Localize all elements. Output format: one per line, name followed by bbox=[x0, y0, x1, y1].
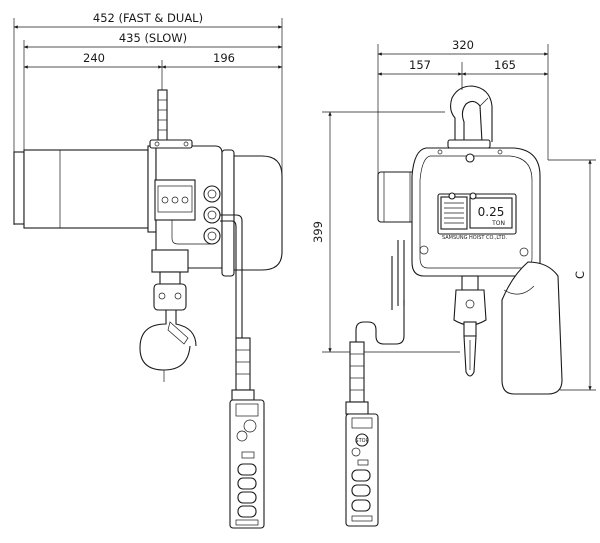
gear-housing bbox=[149, 139, 223, 269]
dim-label-196: 196 bbox=[213, 51, 235, 65]
nameplate-maker: SAMSUNG HOIST CO.,LTD. bbox=[442, 235, 507, 241]
stop-button-label: STOP bbox=[355, 438, 368, 444]
dim-label-157: 157 bbox=[409, 58, 431, 72]
stop-button[interactable] bbox=[355, 433, 369, 447]
cable-glands bbox=[203, 185, 243, 338]
top-hook bbox=[447, 85, 493, 149]
lower-block bbox=[151, 249, 189, 311]
front-pendant-btn-1[interactable] bbox=[351, 469, 371, 482]
side-pendant-btn-4[interactable] bbox=[237, 505, 257, 518]
front-pendant-btn-2[interactable] bbox=[351, 484, 371, 497]
nameplate: 0.25 TON SAMSUNG HOIST CO.,LTD. bbox=[437, 192, 517, 241]
front-pendant-btn-3[interactable] bbox=[351, 499, 371, 512]
front-motor bbox=[377, 171, 417, 223]
side-pendant bbox=[229, 337, 265, 529]
side-pendant-btn-2[interactable] bbox=[237, 477, 257, 490]
dim-label-fast-dual: 452 (FAST & DUAL) bbox=[93, 11, 203, 25]
dim-label-c: C bbox=[573, 271, 587, 279]
dim-label-320: 320 bbox=[452, 38, 474, 52]
dim-label-slow: 435 (SLOW) bbox=[119, 31, 187, 45]
side-view-hoist bbox=[13, 89, 283, 529]
motor-housing bbox=[13, 145, 157, 233]
side-view-dimensions: 452 (FAST & DUAL) 435 (SLOW) 240 196 bbox=[13, 11, 283, 225]
lower-hook bbox=[139, 310, 197, 382]
front-view-hoist: 0.25 TON SAMSUNG HOIST CO.,LTD. bbox=[345, 85, 563, 527]
side-pendant-btn-1[interactable] bbox=[237, 463, 257, 476]
front-pendant-cable bbox=[355, 240, 405, 345]
end-cover bbox=[221, 149, 283, 277]
front-lower-block bbox=[453, 275, 487, 377]
dim-label-399: 399 bbox=[311, 221, 325, 243]
front-pendant: STOP bbox=[345, 341, 379, 527]
front-view-dimensions: 320 157 165 399 C bbox=[311, 38, 596, 391]
upper-chain bbox=[157, 89, 168, 143]
nameplate-unit: TON bbox=[491, 220, 505, 227]
nameplate-capacity: 0.25 bbox=[478, 205, 505, 219]
dim-label-240: 240 bbox=[83, 51, 105, 65]
side-pendant-btn-3[interactable] bbox=[237, 491, 257, 504]
chain-bag bbox=[501, 261, 563, 395]
dim-label-165: 165 bbox=[494, 58, 516, 72]
